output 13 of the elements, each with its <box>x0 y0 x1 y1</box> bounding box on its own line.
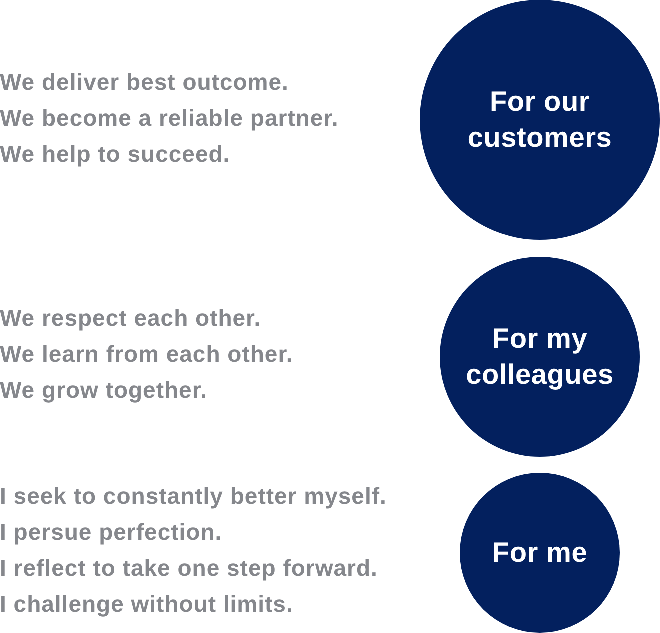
value-statement: We grow together. <box>0 377 208 403</box>
value-statement: We help to succeed. <box>0 141 230 167</box>
value-statement: We become a reliable partner. <box>0 105 339 131</box>
circle-label: For our customers <box>466 85 614 155</box>
value-statement: We learn from each other. <box>0 341 294 367</box>
circle-label: For me <box>491 536 589 570</box>
value-statement: I seek to constantly better myself. <box>0 483 387 509</box>
value-statement: We respect each other. <box>0 305 262 331</box>
value-statement: I challenge without limits. <box>0 591 294 617</box>
value-statement: I reflect to take one step forward. <box>0 555 378 581</box>
value-statement: I persue perfection. <box>0 519 222 545</box>
circle-label: For my colleagues <box>465 322 615 392</box>
value-statement: We deliver best outcome. <box>0 69 289 95</box>
